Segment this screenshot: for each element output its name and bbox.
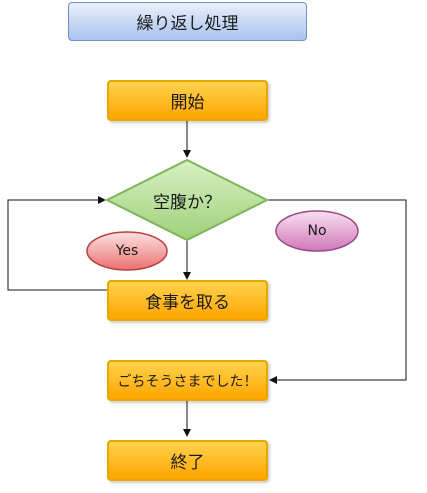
end-node: 終了 <box>107 440 268 481</box>
no-label: No <box>307 223 327 239</box>
edge-eat-loop-back <box>7 196 107 291</box>
start-node: 開始 <box>107 80 268 121</box>
yes-label: Yes <box>115 243 139 259</box>
decision-diamond <box>104 158 270 242</box>
decision-label: 空腹か？ <box>153 192 221 213</box>
thanks-node: ごちそうさまでした！ <box>107 360 268 401</box>
eat-node: 食事を取る <box>107 280 268 321</box>
no-badge <box>275 210 359 252</box>
yes-badge <box>86 231 168 271</box>
edge-decision-no <box>268 199 407 384</box>
diagram-title: 繰り返し処理 <box>68 2 307 41</box>
